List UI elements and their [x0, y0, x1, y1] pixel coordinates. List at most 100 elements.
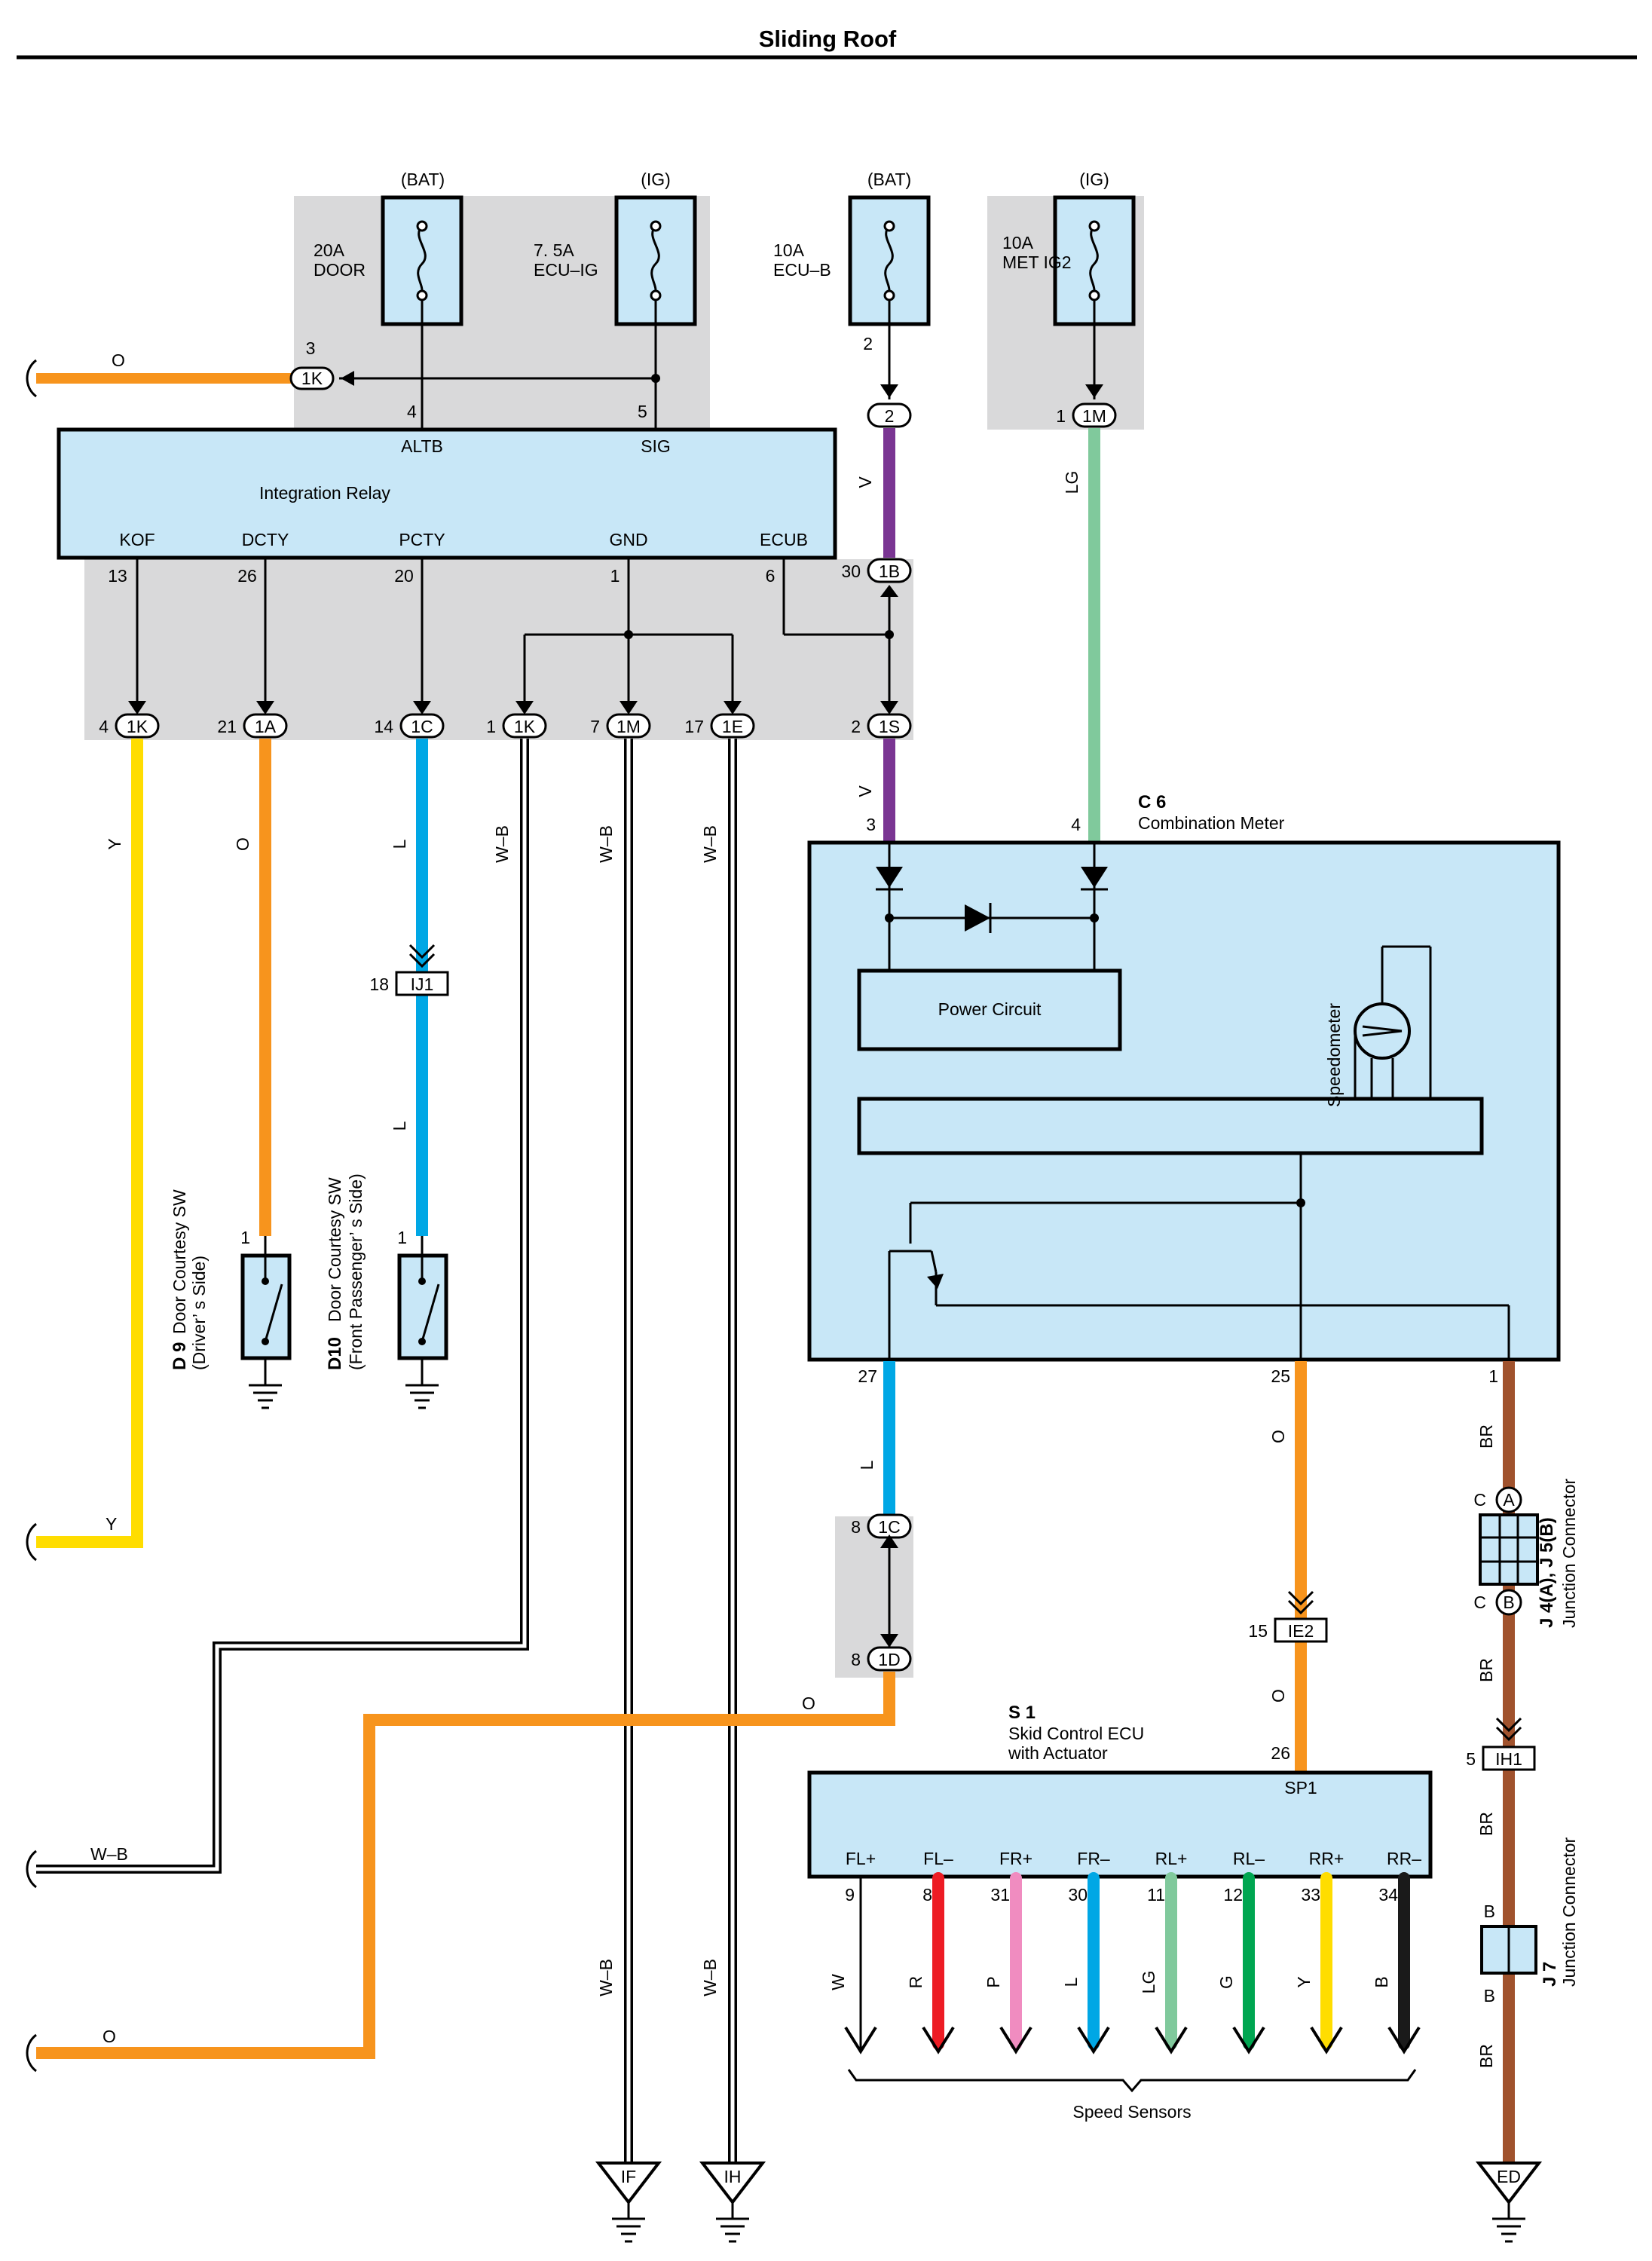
svg-text:FR–: FR– — [1077, 1849, 1110, 1868]
svg-text:KOF: KOF — [119, 530, 154, 549]
meter-code: C 6 — [1138, 792, 1166, 812]
ground-if: IF — [595, 2162, 662, 2243]
svg-text:(Front Passenger’ s Side): (Front Passenger’ s Side) — [346, 1173, 366, 1370]
ecu-name2: with Actuator — [1008, 1743, 1108, 1763]
svg-text:PCTY: PCTY — [399, 530, 445, 549]
svg-text:C: C — [1473, 1592, 1486, 1612]
svg-text:D 9: D 9 — [170, 1342, 190, 1370]
svg-text:30: 30 — [841, 561, 861, 581]
meter-name: Combination Meter — [1138, 813, 1285, 833]
wire-label: W–B — [596, 825, 616, 863]
wire-label: W–B — [90, 1844, 128, 1864]
wire-label: O — [233, 837, 252, 851]
svg-text:31: 31 — [990, 1885, 1010, 1905]
svg-text:Junction Connector: Junction Connector — [1559, 1837, 1579, 1987]
svg-text:GND: GND — [609, 530, 647, 549]
relay-label: Integration Relay — [259, 483, 390, 503]
wire-label: W–B — [700, 825, 720, 863]
svg-text:IH1: IH1 — [1495, 1749, 1522, 1769]
svg-text:1K: 1K — [127, 717, 148, 736]
wire-label: Y — [105, 838, 124, 849]
wire-label: W–B — [492, 825, 512, 863]
wire-label: O — [802, 1693, 815, 1713]
svg-text:FR+: FR+ — [999, 1849, 1032, 1868]
svg-text:20: 20 — [394, 566, 414, 586]
svg-text:1: 1 — [610, 566, 620, 586]
svg-text:1S: 1S — [879, 717, 900, 736]
skid-control-ecu — [807, 1770, 1433, 1879]
svg-text:Y: Y — [1294, 1976, 1314, 1987]
door-switch-d9: 1 D 9 Door Courtesy SW (Driver’ s Side) — [170, 1189, 292, 1409]
svg-text:B: B — [1484, 1986, 1495, 2006]
svg-text:RR+: RR+ — [1309, 1849, 1345, 1868]
svg-text:P: P — [984, 1976, 1003, 1987]
svg-text:G: G — [1216, 1975, 1236, 1989]
fuse-source: (IG) — [1079, 170, 1109, 189]
svg-text:3: 3 — [306, 338, 316, 358]
svg-text:7: 7 — [590, 717, 600, 736]
svg-text:3: 3 — [866, 815, 876, 834]
junction-j4-j5: A C B C J 4(A), J 5(B) Junction Connecto… — [1473, 1478, 1579, 1628]
connector-ih1 — [1482, 1745, 1536, 1771]
svg-text:(Driver’ s Side): (Driver’ s Side) — [189, 1256, 209, 1370]
fuse-name: MET IG2 — [1002, 252, 1072, 272]
svg-text:1A: 1A — [255, 717, 277, 736]
connector-2 — [867, 402, 912, 428]
svg-text:14: 14 — [374, 717, 393, 736]
pin-altb: 4 — [407, 402, 417, 421]
svg-text:18: 18 — [369, 974, 389, 994]
wire-label: W–B — [596, 1959, 616, 1996]
svg-text:13: 13 — [108, 566, 127, 586]
connector-ij1 — [395, 971, 449, 996]
svg-text:A: A — [1503, 1490, 1515, 1510]
svg-text:RL–: RL– — [1233, 1849, 1265, 1868]
connector-1d — [867, 1646, 912, 1672]
power-circuit-label: Power Circuit — [938, 999, 1042, 1019]
svg-text:4: 4 — [1071, 815, 1081, 834]
wire-label: L — [390, 1121, 409, 1130]
svg-text:1C: 1C — [411, 717, 433, 736]
ecu-terminal-rl-minus: RL– 12G — [1216, 1849, 1265, 2054]
connector-1k-top — [289, 366, 335, 390]
meter-internals: Power Circuit Speedometer — [857, 844, 1510, 1360]
svg-text:12: 12 — [1223, 1885, 1243, 1905]
svg-text:IH: IH — [724, 2167, 742, 2186]
svg-text:ED: ED — [1497, 2167, 1521, 2186]
wire-label: Y — [106, 1514, 117, 1534]
svg-text:1: 1 — [1488, 1366, 1498, 1386]
svg-text:FL+: FL+ — [846, 1849, 876, 1868]
svg-text:6: 6 — [766, 566, 776, 586]
fuse-rating: 10A — [773, 240, 805, 260]
ecu-code: S 1 — [1008, 1703, 1036, 1723]
ecu-terminal-fl-minus: FL–8R — [906, 1849, 955, 2054]
fuse-rating: 20A — [314, 240, 345, 260]
svg-text:D10: D10 — [325, 1337, 345, 1370]
svg-text:1E: 1E — [722, 717, 743, 736]
svg-text:Junction Connector: Junction Connector — [1559, 1478, 1579, 1628]
svg-text:1M: 1M — [1082, 406, 1106, 426]
svg-text:26: 26 — [1271, 1743, 1290, 1763]
svg-text:1: 1 — [1056, 406, 1066, 426]
svg-text:1K: 1K — [301, 369, 323, 388]
fuse-name: ECU–B — [773, 260, 831, 280]
svg-text:W: W — [828, 1974, 848, 1990]
ground-ih: IH — [699, 2162, 766, 2243]
svg-text:1: 1 — [486, 717, 496, 736]
junction-j7: B B J 7 Junction Connector — [1480, 1837, 1579, 2006]
fuse-source: (IG) — [641, 170, 671, 189]
ecu-terminal-fr-minus: FR–30L — [1061, 1849, 1110, 2054]
wire-label: L — [390, 839, 409, 849]
svg-text:B: B — [1372, 1976, 1391, 1987]
svg-text:15: 15 — [1248, 1621, 1268, 1641]
wire-label: L — [857, 1460, 876, 1470]
connector-1m-top — [1072, 402, 1117, 428]
svg-text:SP1: SP1 — [1284, 1778, 1317, 1797]
fuse-source: (BAT) — [401, 170, 445, 189]
svg-text:B: B — [1503, 1592, 1514, 1612]
svg-text:DCTY: DCTY — [242, 530, 289, 549]
svg-text:IF: IF — [621, 2167, 636, 2186]
svg-text:25: 25 — [1271, 1366, 1290, 1386]
svg-text:21: 21 — [217, 717, 237, 736]
svg-text:2: 2 — [885, 406, 895, 426]
